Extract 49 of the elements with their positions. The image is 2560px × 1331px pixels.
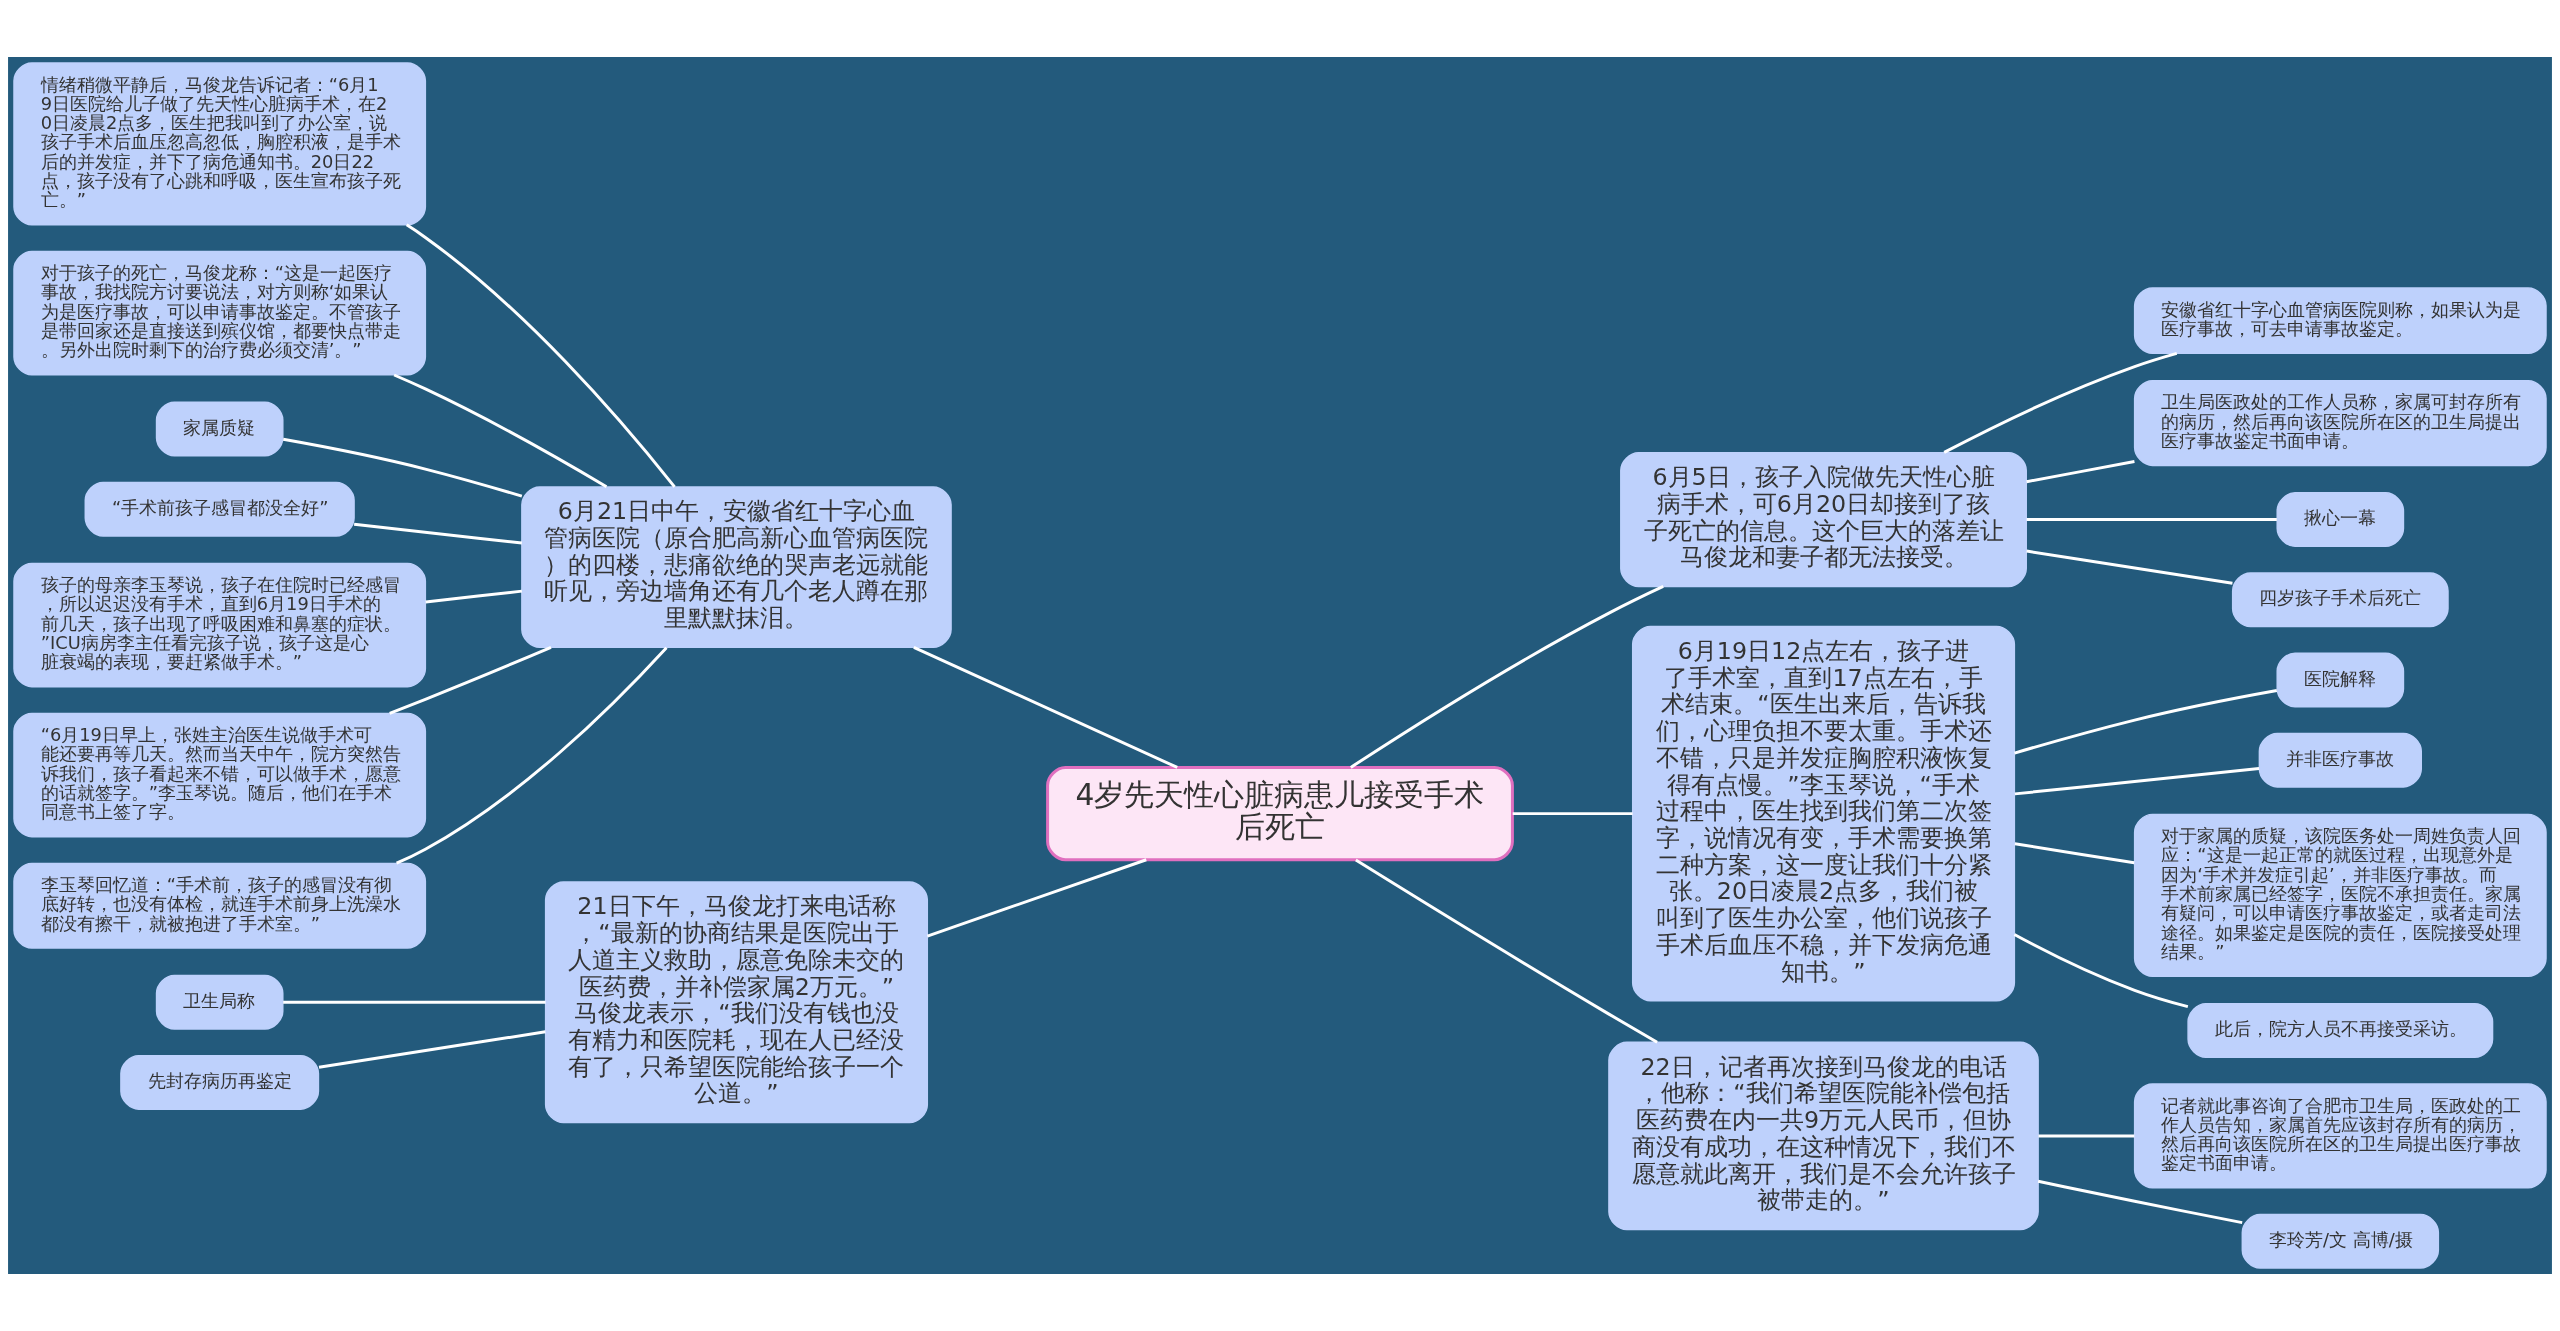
node-box: 6月19日12点左右，孩子进了手术室，直到17点左右，手术结束。“医生出来后，告诉我们，心理负担不要太重。手术还不错，只是并发症胸腔积液恢复得有点慢。”李玉琴说，“手术过程中，医生找到我们第二次签字，说情况有变，手术需要换第二种方案，这一度让我们十分紧张。20日凌晨2点多，我们被叫到了医生办公室，他们说孩子手术后血压不稳，并下发病危通知书。” xyxy=(1631,625,2016,1002)
connector xyxy=(1355,858,1658,1044)
node-box: 对于家属的质疑，该院医务处一周姓负责人回应：“这是一起正常的就医过程，出现意外是因为‘手术并发症引起’，并非医疗事故。而手术前家属已经签字，医院不承担责任。家属有疑问，可以申请医疗事故鉴定，或者走司法途径。如果鉴定是医院的责任，医院接受处理结果。” xyxy=(2133,813,2547,977)
connector xyxy=(2013,933,2189,1009)
connector xyxy=(283,1000,546,1004)
connector xyxy=(425,589,523,604)
connector xyxy=(2014,689,2278,755)
connector xyxy=(2038,1134,2135,1138)
node-box: 李玉琴回忆道：“手术前，孩子的感冒没有彻底好转，也没有体检，就连手术前身上洗澡水都没有擦干，就被抱进了手术室。” xyxy=(13,862,427,949)
node-box: 卫生局称 xyxy=(155,974,284,1030)
node-box: 李玲芳/文 高博/摄 xyxy=(2241,1213,2440,1269)
node-box: 揪心一幕 xyxy=(2276,492,2405,548)
node-box: 家属质疑 xyxy=(155,401,284,457)
node-box: 卫生局医政处的工作人员称，家属可封存所有的病历，然后再向该医院所在区的卫生局提出医疗事故鉴定书面申请。 xyxy=(2133,380,2547,467)
connector xyxy=(318,1030,546,1069)
connector xyxy=(2026,460,2135,484)
node-box: 4岁先天性心脏病患儿接受手术后死亡 xyxy=(1046,766,1514,862)
node-box: 安徽省红十字心血管病医院则称，如果认为是医疗事故，可去申请事故鉴定。 xyxy=(2133,287,2547,354)
node-box: 先封存病历再鉴定 xyxy=(120,1054,320,1110)
node-box: 6月5日，孩子入院做先天性心脏病手术，可6月20日却接到了孩子死亡的信息。这个巨大的落差让马俊龙和妻子都无法接受。 xyxy=(1620,452,2027,588)
connector xyxy=(405,223,676,488)
node-box: 四岁孩子手术后死亡 xyxy=(2231,572,2449,628)
node-box: “6月19日早上，张姓主治医生说做手术可能还要再等几天。然而当天中午，院方突然告诉我们，孩子看起来不错，可以做手术，愿意的话就签字。”李玉琴说。随后，他们在手术同意书上签了字。 xyxy=(13,712,427,838)
node-box: 6月21日中午，安徽省红十字心血管病医院（原合肥高新心血管病医院）的四楼，悲痛欲绝的哭声老远就能听见，旁边墙角还有几个老人蹲在那里默默抹泪。 xyxy=(521,486,952,649)
node-box: “手术前孩子感冒都没全好” xyxy=(84,481,355,537)
connector xyxy=(1350,585,1664,769)
node-box: 并非医疗事故 xyxy=(2258,732,2422,788)
node-box: 21日下午，马俊龙打来电话称，“最新的协商结果是医院出于人道主义救助，愿意免除未交的医药费，并补偿家属2万元。”马俊龙表示，“我们没有钱也没有精力和医院耗，现在人已经没有了，只希望医院能给孩子一个公道。” xyxy=(544,881,929,1124)
connector xyxy=(396,646,668,865)
connector xyxy=(282,437,523,498)
node-box: 对于孩子的死亡，马俊龙称：“这是一起医疗事故，我找院方讨要说法，对方则称‘如果认为是医疗事故，可以申请事故鉴定。不管孩子是带回家还是直接送到殡仪馆，都要快点带走。另外出院时剩下的治疗费必须交清’。” xyxy=(13,250,427,376)
node-box: 记者就此事咨询了合肥市卫生局，医政处的工作人员告知，家属首先应该封存所有的病历，然后再向该医院所在区的卫生局提出医疗事故鉴定书面申请。 xyxy=(2133,1083,2547,1189)
node-box: 孩子的母亲李玉琴说，孩子在住院时已经感冒，所以迟迟没有手术，直到6月19日手术的前几天，孩子出现了呼吸困难和鼻塞的症状。”ICU病房李主任看完孩子说，孩子这是心脏衰竭的表现，要赶紧做手术。” xyxy=(13,562,427,688)
connector xyxy=(926,858,1147,938)
connector xyxy=(2026,549,2233,585)
connector xyxy=(353,522,523,545)
node-box: 医院解释 xyxy=(2276,652,2405,708)
connector xyxy=(1512,812,1633,816)
connector xyxy=(2026,518,2277,522)
connector xyxy=(389,646,552,715)
connector xyxy=(393,373,608,488)
connector xyxy=(2014,767,2260,796)
node-box: 此后，院方人员不再接受采访。 xyxy=(2187,1002,2494,1058)
connector xyxy=(2037,1179,2243,1225)
connector xyxy=(913,645,1178,769)
node-box: 22日，记者再次接到马俊龙的电话，他称：“我们希望医院能补偿包括医药费在内一共9万元人民币，但协商没有成功，在这种情况下，我们不愿意就此离开，我们是不会允许孩子被带走的。” xyxy=(1608,1041,2039,1231)
connector xyxy=(1943,351,2178,454)
connector xyxy=(2014,842,2135,865)
node-box: 情绪稍微平静后，马俊龙告诉记者：“6月19日医院给儿子做了先天性心脏病手术，在20日凌晨2点多，医生把我叫到了办公室，说孩子手术后血压忽高忽低，胸腔积液，是手术后的并发症，并下了病危通知书。20日22点，孩子没有了心跳和呼吸，医生宣布孩子死亡。” xyxy=(13,62,427,226)
